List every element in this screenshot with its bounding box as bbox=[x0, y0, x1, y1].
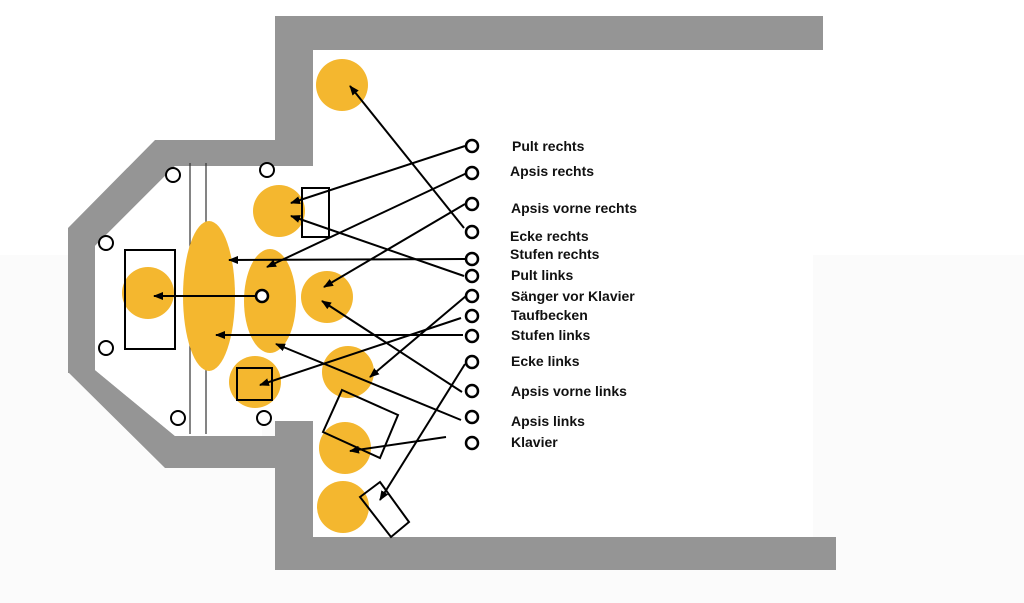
label-marker bbox=[464, 409, 480, 425]
arrow-taufbecken bbox=[259, 317, 462, 386]
zone-ecke-rechts bbox=[316, 59, 368, 111]
label-markers bbox=[464, 138, 480, 451]
arrows bbox=[153, 85, 468, 501]
speaker-marker bbox=[259, 162, 275, 178]
speaker-marker bbox=[98, 340, 114, 356]
label-stufen-rechts: Stufen rechts bbox=[510, 246, 600, 262]
klavier-rect bbox=[321, 388, 400, 460]
label-ecke-links: Ecke links bbox=[511, 353, 580, 369]
zone-saenger bbox=[319, 422, 371, 474]
arrow-apsis-vorne-rechts bbox=[323, 203, 466, 288]
label-marker bbox=[464, 138, 480, 154]
arrow-apsis-links bbox=[275, 343, 462, 421]
wall-apse-lower bbox=[68, 370, 313, 468]
wall-bottom bbox=[275, 537, 836, 570]
wall-top bbox=[275, 16, 823, 50]
label-marker bbox=[464, 383, 480, 399]
pult-links-rect bbox=[358, 480, 411, 539]
arrow-ecke-links bbox=[379, 363, 466, 501]
label-marker bbox=[464, 251, 480, 267]
zone-pult-rechts bbox=[253, 185, 305, 237]
speaker-marker bbox=[98, 235, 114, 251]
speaker-marker bbox=[256, 410, 272, 426]
label-apsis-vorne-links: Apsis vorne links bbox=[511, 383, 627, 399]
label-marker bbox=[464, 165, 480, 181]
arrow-apsis-vorne-links bbox=[321, 300, 463, 393]
arrow-stufen-rechts bbox=[228, 255, 466, 264]
speaker-markers bbox=[98, 162, 275, 426]
zone-ecke-links bbox=[322, 346, 374, 398]
pult-rechts-rect bbox=[301, 187, 330, 238]
label-pult-links: Pult links bbox=[511, 267, 573, 283]
labels: Pult rechts Apsis rechts Apsis vorne rec… bbox=[510, 138, 637, 450]
center-marker bbox=[254, 288, 270, 304]
label-marker bbox=[464, 435, 480, 451]
arrow-klavier bbox=[349, 436, 447, 454]
label-apsis-links: Apsis links bbox=[511, 413, 585, 429]
wall-apse-left bbox=[68, 228, 95, 373]
label-apsis-vorne-rechts: Apsis vorne rechts bbox=[511, 200, 637, 216]
zone-pult-links bbox=[301, 271, 353, 323]
label-ecke-rechts: Ecke rechts bbox=[510, 228, 589, 244]
wall-apse-upper bbox=[68, 140, 313, 246]
speaker-marker bbox=[170, 410, 186, 426]
label-marker bbox=[464, 224, 480, 240]
label-saenger-vor-klavier: Sänger vor Klavier bbox=[511, 288, 635, 304]
furniture bbox=[124, 187, 411, 539]
label-marker bbox=[464, 328, 480, 344]
label-taufbecken: Taufbecken bbox=[511, 307, 588, 323]
label-marker bbox=[464, 196, 480, 212]
label-pult-rechts: Pult rechts bbox=[512, 138, 585, 154]
label-stufen-links: Stufen links bbox=[511, 327, 591, 343]
zone-altar bbox=[122, 267, 174, 319]
label-marker bbox=[464, 308, 480, 324]
label-klavier: Klavier bbox=[511, 434, 558, 450]
arrow-saenger-vor-klavier bbox=[369, 295, 467, 378]
walls bbox=[68, 16, 836, 570]
label-marker bbox=[464, 268, 480, 284]
label-marker bbox=[464, 354, 480, 370]
arrow-pult-links bbox=[290, 215, 465, 277]
speaker-marker bbox=[165, 167, 181, 183]
altar-rect bbox=[124, 249, 176, 350]
label-apsis-rechts: Apsis rechts bbox=[510, 163, 594, 179]
arrow-ecke-rechts bbox=[349, 85, 465, 229]
zone-klavier bbox=[317, 481, 369, 533]
arrow-pult-rechts bbox=[290, 145, 466, 204]
zone-apsis-vorne bbox=[244, 249, 296, 353]
label-marker bbox=[464, 288, 480, 304]
nave-floor bbox=[313, 50, 813, 537]
taufbecken-rect bbox=[236, 367, 273, 401]
